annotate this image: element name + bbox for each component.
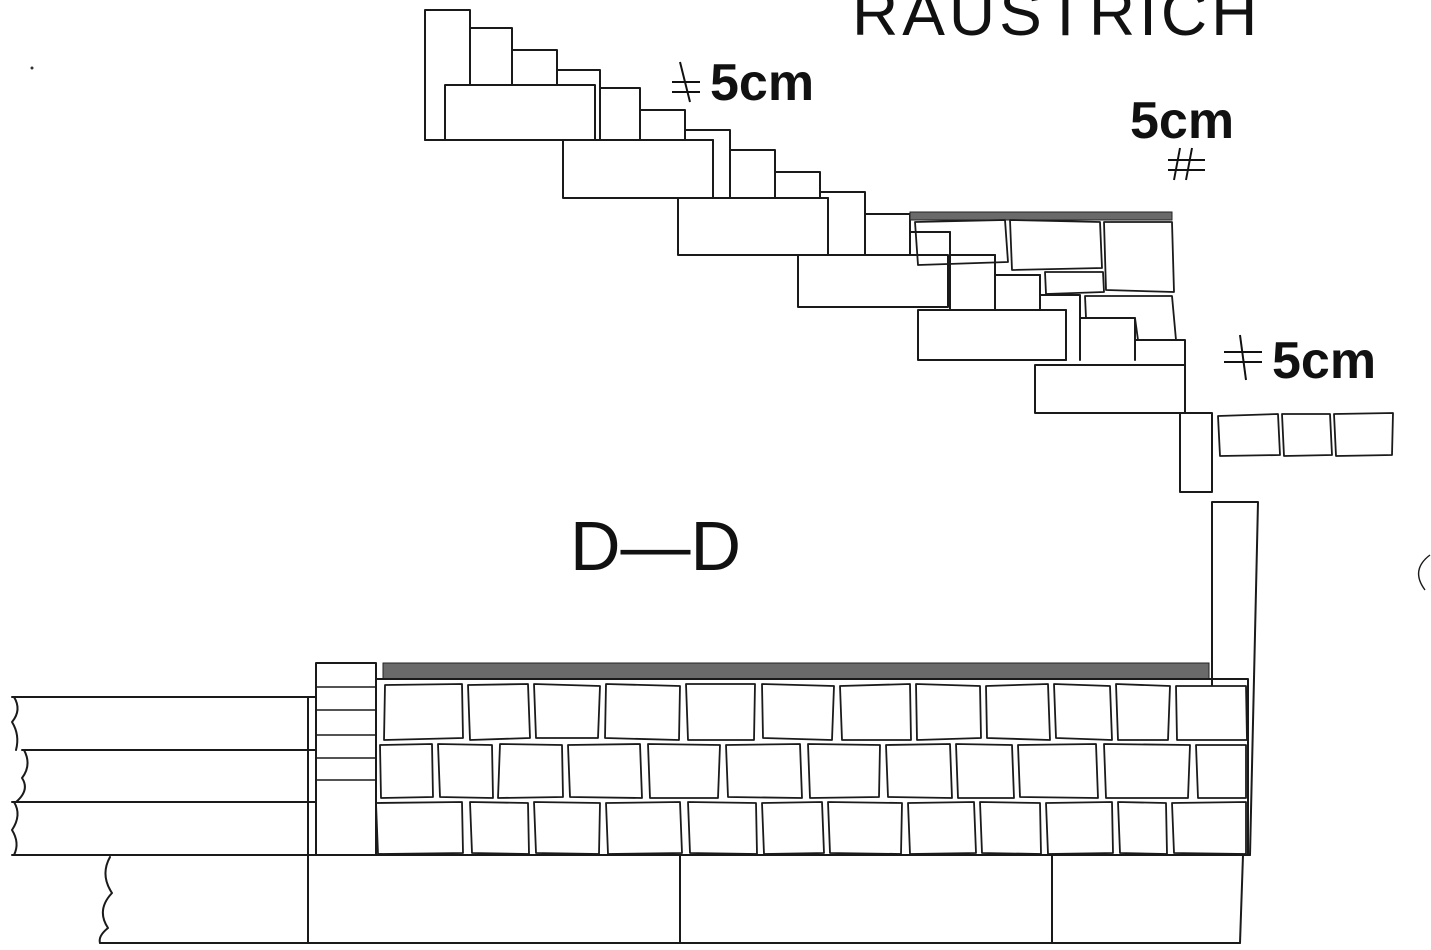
hatch-symbol-icon [672,61,700,103]
edge-arc [1417,554,1431,591]
lower-wall-section [11,501,1259,944]
dim-right-upper-label: 5cm [1130,92,1234,150]
hatch-symbol-icon [1224,334,1262,381]
dim-top-label: 5cm [710,54,814,112]
dim-right-lower-label: 5cm [1272,332,1376,390]
section-label: D—D [570,507,741,585]
upper-stair-section [424,9,1394,493]
stray-mark [30,66,34,70]
dim-right-upper: 5cm [1130,92,1234,181]
hatch-symbol-icon [1168,147,1205,181]
dim-top: 5cm [672,54,814,112]
dim-right-lower: 5cm [1224,332,1376,390]
title-label: RAUSTRICH [852,0,1261,49]
